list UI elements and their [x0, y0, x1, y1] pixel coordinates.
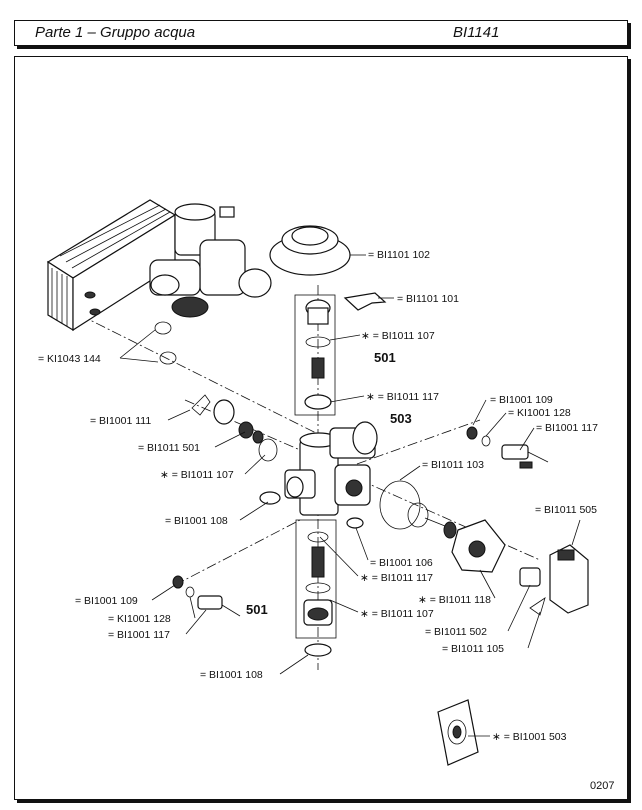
part-label: = BI1001 109 [75, 595, 138, 607]
o-ring-drawing [154, 321, 172, 335]
part-label: = BI1001 109 [490, 394, 553, 406]
upper-cartridge-drawing [304, 299, 332, 410]
part-label: ∗ = BI1011 107 [160, 469, 234, 481]
axis-line-motor [359, 479, 541, 561]
part-label: = BI1011 103 [422, 459, 484, 471]
lower-assembly-number: 501 [246, 602, 268, 617]
motor-group-drawing [346, 480, 506, 573]
part-label: = BI1101 102 [368, 249, 430, 261]
axis-line-right-probe [339, 419, 481, 471]
microswitch-cover-drawing [519, 544, 589, 616]
part-label: = BI1011 105 [442, 643, 504, 655]
part-label: ∗ = BI1011 107 [360, 608, 434, 620]
leader-lines [119, 254, 581, 737]
hydraulic-block-drawing [149, 203, 272, 318]
lower-assembly-box [295, 519, 337, 639]
part-label: ∗ = BI1001 503 [492, 731, 567, 743]
part-label: = BI1011 501 [138, 442, 200, 454]
left-inlet-parts-drawing [191, 394, 278, 462]
clip-drawing [343, 292, 387, 311]
bottom-gasket-drawing [304, 643, 332, 657]
part-label: ∗ = BI1011 117 [360, 572, 433, 584]
spare-kit-drawing [437, 699, 479, 766]
part-label: = KI1001 128 [108, 613, 171, 625]
part-label: = BI1011 505 [535, 504, 597, 516]
heat-exchanger-drawing [46, 199, 177, 332]
part-label: = BI1001 111 [90, 415, 151, 427]
part-label: = BI1001 108 [165, 515, 228, 527]
diagram-frame [14, 56, 628, 800]
lower-probe-drawing [172, 575, 241, 617]
axis-line-lower-probe [174, 519, 301, 586]
part-label: = BI1001 106 [370, 557, 433, 569]
axis-line-heat-exchanger [79, 314, 331, 441]
page-number: 0207 [590, 780, 615, 792]
pressure-switch-cap-drawing [269, 225, 351, 276]
part-label: = KI1001 128 [508, 407, 571, 419]
upper-assembly-box [294, 294, 336, 416]
o-ring-drawing [159, 351, 177, 365]
part-label: = BI1011 502 [425, 626, 487, 638]
part-label: ∗ = BI1011 117 [366, 391, 439, 403]
drawing-code: BI1141 [453, 24, 500, 41]
part-label: ∗ = BI1011 118 [418, 594, 491, 606]
upper-assembly-number: 501 [374, 350, 396, 365]
valve-body-number: 503 [390, 411, 412, 426]
part-label: = BI1001 117 [536, 422, 598, 434]
gasket-108-drawing [259, 491, 281, 505]
page-header: Parte 1 – Gruppo acqua BI1141 [14, 20, 628, 46]
part-label: = BI1001 108 [200, 669, 263, 681]
part-label: ∗ = BI1011 107 [361, 330, 435, 342]
lower-cartridge-drawing [303, 531, 333, 626]
page-title: Parte 1 – Gruppo acqua [35, 24, 196, 41]
valve-body-drawing [284, 421, 378, 516]
right-probe-drawing [466, 426, 549, 469]
part-label: = KI1043 144 [38, 353, 101, 365]
part-label: = BI1001 117 [108, 629, 170, 641]
part-label: = BI1101 101 [397, 293, 459, 305]
